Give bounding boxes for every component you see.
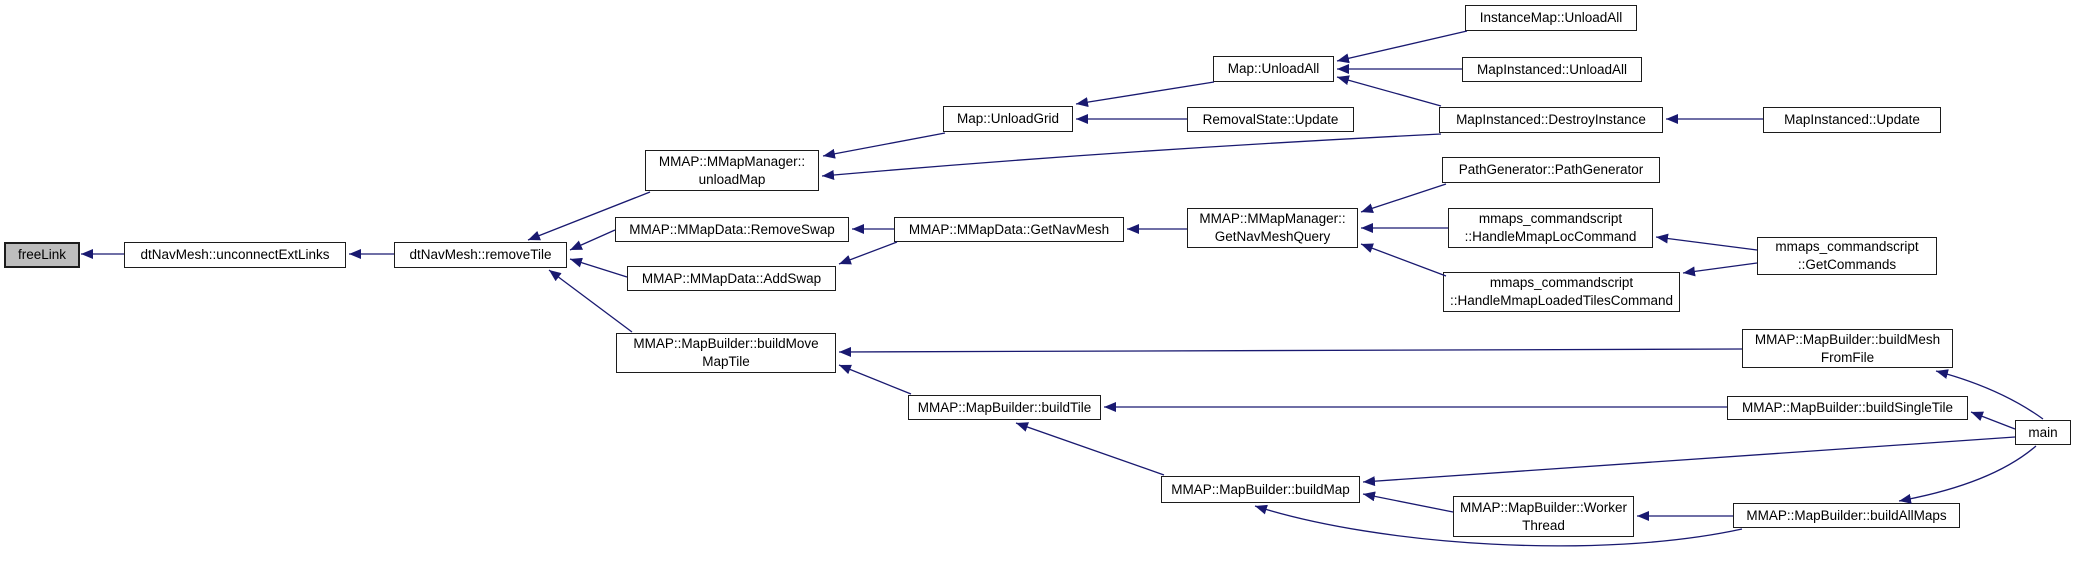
node-label-line: Thread [1522, 517, 1565, 533]
graph-edge-removeSwap-to-removeTile [569, 229, 616, 251]
node-label-line: MMAP::MapBuilder::buildMove [633, 336, 819, 351]
graph-edge-addSwap-to-removeTile [569, 257, 628, 278]
graph-node-buildSingleTile[interactable]: MMAP::MapBuilder::buildSingleTile [1727, 396, 1968, 420]
graph-node-unloadMap[interactable]: MMAP::MMapManager::unloadMap [645, 150, 819, 191]
graph-node-buildAllMaps[interactable]: MMAP::MapBuilder::buildAllMaps [1733, 503, 1960, 528]
graph-node-unloadGrid[interactable]: Map::UnloadGrid [943, 106, 1073, 132]
node-label-line: InstanceMap::UnloadAll [1479, 10, 1623, 25]
graph-node-instanceMapUnloadAll[interactable]: InstanceMap::UnloadAll [1465, 5, 1637, 31]
node-label-line: MMAP::MapBuilder::buildAllMaps [1746, 507, 1947, 523]
graph-edge-buildMap-to-buildTile [1015, 422, 1165, 476]
graph-edge-destroyInstance-to-unloadMap [821, 133, 1442, 180]
graph-node-destroyInstance[interactable]: MapInstanced::DestroyInstance [1439, 107, 1663, 133]
node-label-line: main [2028, 424, 2058, 440]
graph-node-mapInstancedUpdate[interactable]: MapInstanced::Update [1763, 107, 1941, 133]
graph-node-buildTile[interactable]: MMAP::MapBuilder::buildTile [908, 395, 1101, 420]
node-label-line: FromFile [1820, 349, 1875, 365]
graph-edge-unloadGrid-to-unloadMap [822, 132, 946, 159]
node-label-line: ::GetCommands [1797, 257, 1897, 272]
graph-edge-buildMeshFromFile-to-buildMoveMapTile [838, 346, 1743, 357]
node-label-line: MMAP::MMapData::RemoveSwap [629, 221, 835, 237]
graph-edge-buildMoveMapTile-to-removeTile [548, 269, 633, 333]
node-label-line: unloadMap [698, 171, 766, 187]
graph-edge-pathGenerator-to-getNavMeshQuery [1360, 183, 1447, 213]
node-label-line: GetNavMeshQuery [1214, 229, 1331, 244]
graph-node-unconnectExtLinks[interactable]: dtNavMesh::unconnectExtLinks [124, 242, 346, 268]
graph-node-getNavMeshQuery[interactable]: MMAP::MMapManager::GetNavMeshQuery [1187, 208, 1358, 248]
graph-node-freeLink[interactable]: freeLink [4, 242, 80, 268]
node-label-line: MapTile [702, 354, 750, 369]
node-label-line: RemovalState::Update [1202, 111, 1339, 127]
node-label-line: MMAP::MMapManager:: [1199, 211, 1346, 226]
node-label-line: mmaps_commandscript [1478, 211, 1623, 226]
graph-edge-destroyInstance-to-unloadAll [1336, 75, 1442, 107]
graph-node-handleMmapLocCommand[interactable]: mmaps_commandscript::HandleMmapLocComman… [1448, 208, 1653, 248]
graph-edge-handleMmapLoadedTilesCommand-to-getNavMeshQuery [1360, 243, 1447, 277]
node-label-line: MMAP::MMapData::AddSwap [641, 270, 822, 286]
graph-edge-getNavMesh-to-addSwap [838, 241, 898, 265]
node-label-line: MMAP::MapBuilder::buildTile [917, 399, 1092, 415]
node-label-line: mmaps_commandscript [1775, 239, 1919, 254]
graph-node-getCommands[interactable]: mmaps_commandscript::GetCommands [1757, 237, 1937, 275]
graph-node-pathGenerator[interactable]: PathGenerator::PathGenerator [1442, 157, 1660, 183]
graph-node-main[interactable]: main [2015, 420, 2071, 445]
node-label-line: MapInstanced::UnloadAll [1476, 61, 1628, 77]
node-label-line: ::HandleMmapLocCommand [1464, 229, 1637, 244]
graph-edge-main-to-buildMap [1362, 436, 2016, 487]
node-label-line: dtNavMesh::removeTile [409, 247, 552, 262]
node-label-line: freeLink [17, 247, 67, 262]
graph-edge-workerThread-to-buildMap [1362, 491, 1454, 513]
graph-edge-getCommands-to-handleMmapLoadedTilesCommand [1682, 262, 1758, 277]
node-label-line: dtNavMesh::unconnectExtLinks [140, 247, 330, 262]
graph-node-addSwap[interactable]: MMAP::MMapData::AddSwap [627, 266, 836, 291]
node-label-line: MMAP::MapBuilder::buildSingleTile [1741, 400, 1954, 415]
node-label-line: MMAP::MapBuilder::Worker [1459, 499, 1628, 515]
graph-edge-buildTile-to-buildMoveMapTile [838, 364, 912, 395]
node-label-line: MMAP::MapBuilder::buildMap [1171, 481, 1350, 497]
graph-node-removalStateUpdate[interactable]: RemovalState::Update [1187, 107, 1354, 132]
node-label-line: MMAP::MMapManager:: [658, 153, 806, 169]
graph-node-removeSwap[interactable]: MMAP::MMapData::RemoveSwap [615, 217, 849, 242]
node-label-line: MapInstanced::Update [1784, 112, 1920, 127]
graph-edge-instanceMapUnloadAll-to-unloadAll [1336, 30, 1468, 64]
graph-edge-unloadAll-to-unloadGrid [1075, 81, 1215, 108]
node-label-line: MapInstanced::DestroyInstance [1456, 112, 1646, 127]
graph-node-removeTile[interactable]: dtNavMesh::removeTile [394, 242, 567, 268]
graph-edge-main-to-buildSingleTile [1970, 411, 2016, 430]
node-label-line: mmaps_commandscript [1489, 275, 1634, 290]
graph-node-getNavMesh[interactable]: MMAP::MMapData::GetNavMesh [894, 217, 1124, 242]
graph-node-unloadAll[interactable]: Map::UnloadAll [1213, 56, 1334, 82]
node-label-line: Map::UnloadAll [1227, 61, 1320, 76]
node-label-line: MMAP::MapBuilder::buildMesh [1754, 331, 1941, 347]
graph-edge-getCommands-to-handleMmapLocCommand [1655, 233, 1758, 251]
graph-edge-main-to-buildAllMaps [1898, 445, 2037, 504]
node-label-line: ::HandleMmapLoadedTilesCommand [1449, 293, 1674, 308]
node-label-line: MMAP::MMapData::GetNavMesh [908, 221, 1110, 237]
node-label-line: PathGenerator::PathGenerator [1458, 162, 1644, 177]
graph-node-handleMmapLoadedTilesCommand[interactable]: mmaps_commandscript::HandleMmapLoadedTil… [1443, 272, 1680, 312]
node-label-line: Map::UnloadGrid [956, 111, 1060, 126]
graph-node-buildMap[interactable]: MMAP::MapBuilder::buildMap [1161, 476, 1360, 503]
graph-node-mapInstancedUnloadAll[interactable]: MapInstanced::UnloadAll [1462, 57, 1642, 82]
